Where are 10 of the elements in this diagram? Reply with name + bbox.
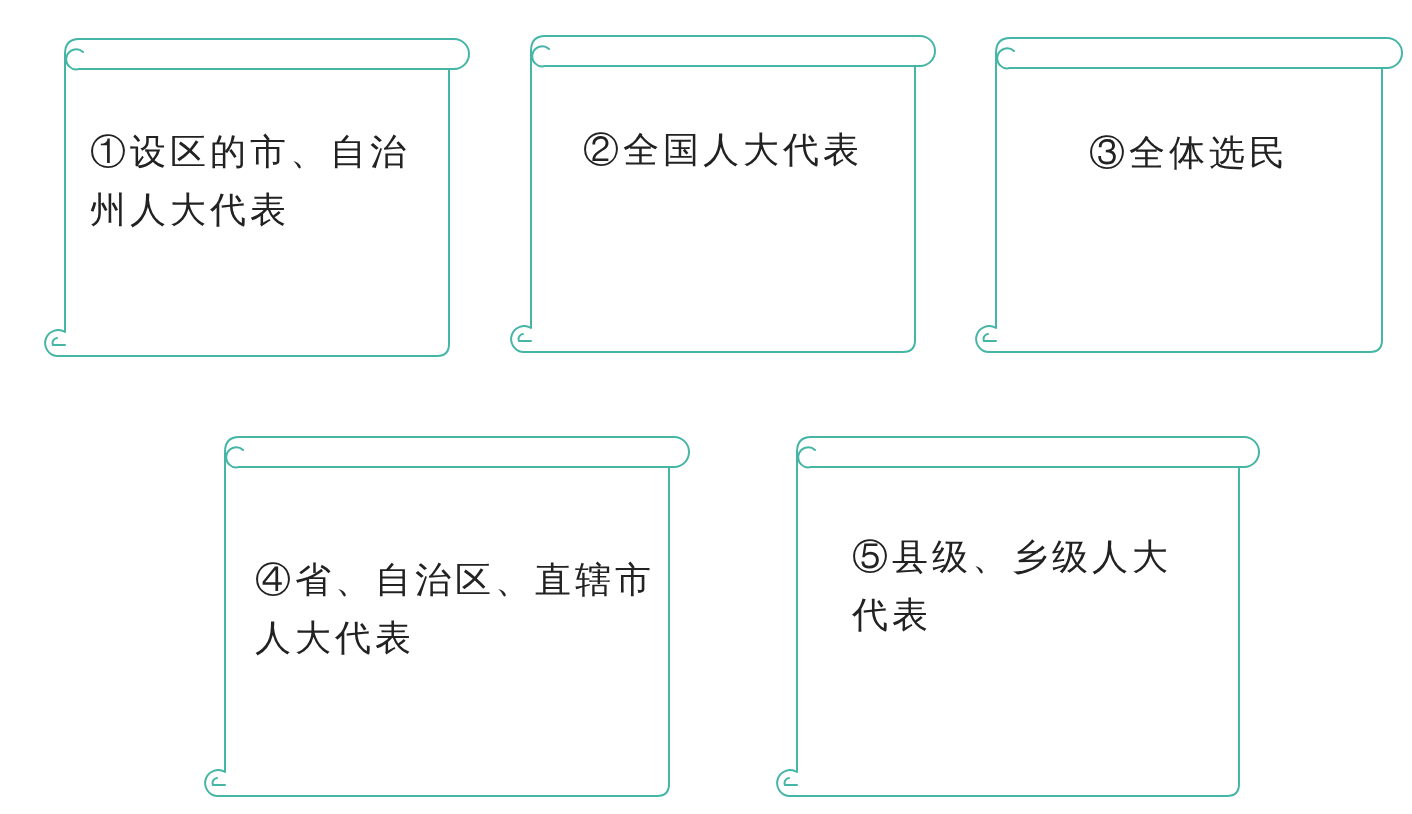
scroll-label: ⑤县级、乡级人大代表 [852,535,1173,637]
scroll-label: ③全体选民 [1088,131,1290,175]
scroll-card [203,435,691,798]
scroll-label: ②全国人大代表 [582,128,864,172]
scroll-card [974,36,1404,354]
scroll-card [775,435,1261,798]
scroll-label: ④省、自治区、直辖市人大代表 [255,558,656,660]
scroll-card [509,34,937,354]
scroll-label: ①设区的市、自治州人大代表 [90,130,411,232]
scroll-card [43,37,471,358]
